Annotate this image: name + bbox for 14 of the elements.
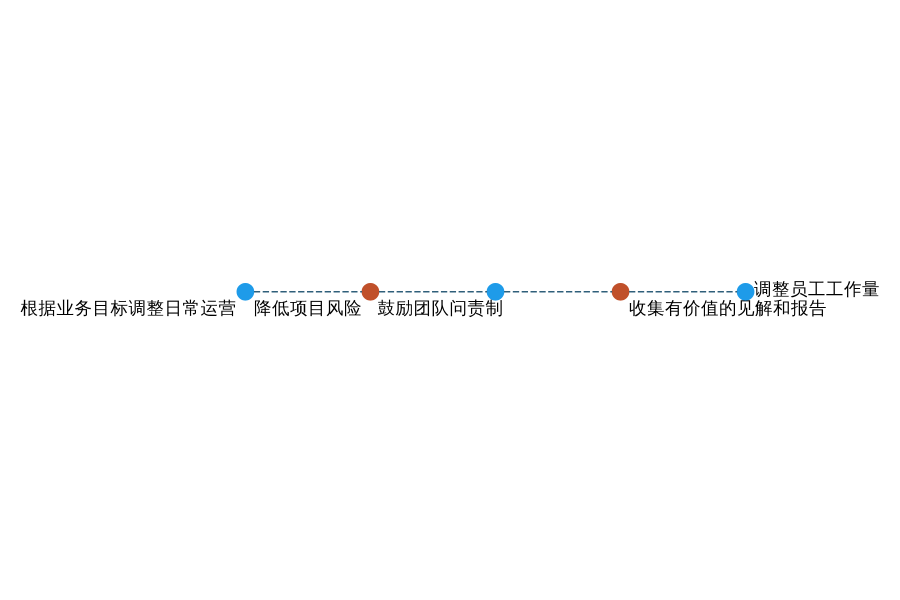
node-circle	[612, 282, 630, 301]
node-label: 根据业务目标调整日常运营	[20, 299, 237, 320]
connector	[629, 291, 738, 293]
node-circle	[736, 282, 754, 301]
node-circle	[362, 282, 380, 301]
node-label: 降低项目风险	[254, 299, 362, 320]
connector	[254, 291, 362, 293]
node-circle	[236, 282, 254, 301]
node-label: 鼓励团队问责制	[378, 299, 504, 320]
connector	[504, 291, 612, 293]
node-label: 收集有价值的见解和报告	[628, 299, 827, 320]
connector	[378, 291, 488, 293]
node-label: 调整员工工作量	[754, 280, 880, 300]
node-circle	[486, 282, 504, 301]
